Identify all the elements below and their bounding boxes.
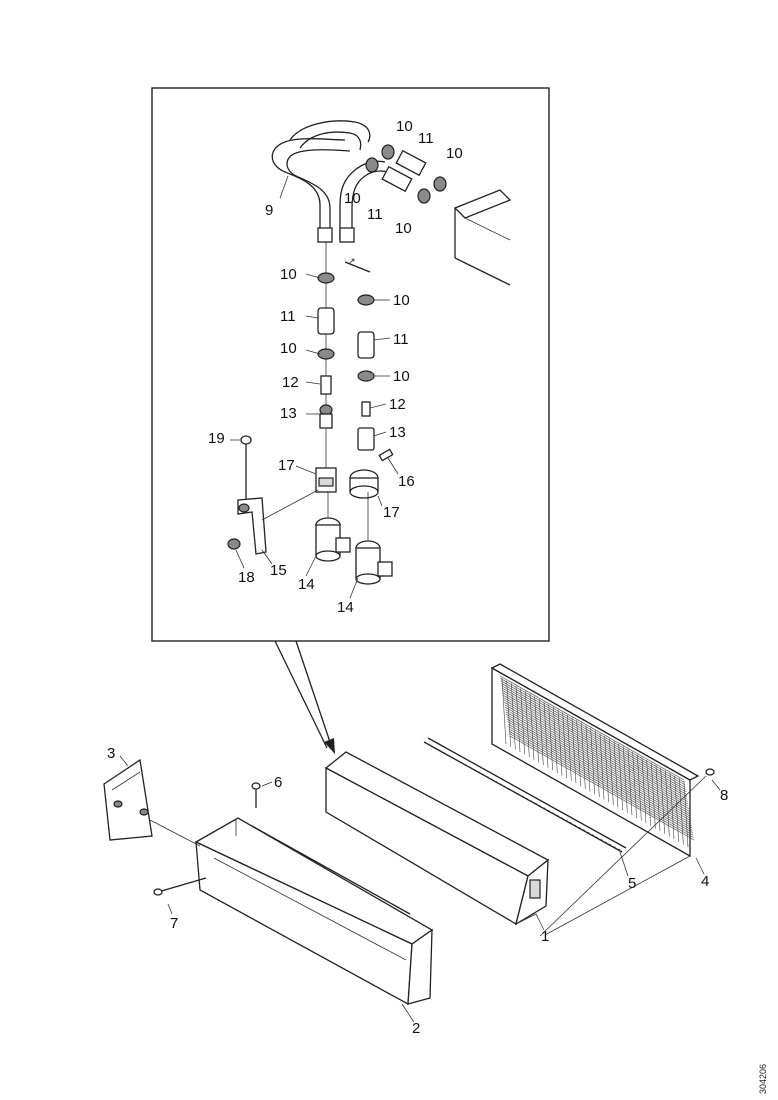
- right-fitting-stack: [349, 294, 394, 499]
- valves: [315, 492, 393, 585]
- screws: [153, 768, 715, 937]
- callout-14: 14: [298, 576, 315, 593]
- end-cap: [103, 758, 201, 847]
- callout-18: 18: [238, 569, 255, 586]
- callout-17: 17: [383, 504, 400, 521]
- callout-10: 10: [396, 118, 413, 135]
- callout-labels: 1 2 3 4 5 6 7 8 9 10 10 10 10 10 10 10 1…: [107, 118, 728, 1037]
- detail-inset-frame: [151, 87, 550, 754]
- callout-13: 13: [280, 405, 297, 422]
- leader-lines: [119, 175, 721, 1023]
- callout-4: 4: [701, 873, 709, 890]
- seal-strip: [423, 737, 627, 853]
- callout-10: 10: [280, 340, 297, 357]
- callout-19: 19: [208, 430, 225, 447]
- callout-12: 12: [389, 396, 406, 413]
- callout-10: 10: [280, 266, 297, 283]
- figure-code: 304206: [758, 1064, 768, 1094]
- callout-10: 10: [393, 292, 410, 309]
- bracket-and-screws: [227, 435, 319, 555]
- callout-3: 3: [107, 745, 115, 762]
- callout-11: 11: [280, 308, 296, 325]
- callout-6: 6: [274, 774, 282, 791]
- callout-8: 8: [720, 787, 728, 804]
- callout-14: 14: [337, 599, 354, 616]
- callout-11: 11: [367, 206, 383, 223]
- grille-panel: [490, 663, 700, 936]
- pipe-assembly: [271, 120, 389, 243]
- left-fitting-stack: [315, 242, 337, 493]
- callout-15: 15: [270, 562, 287, 579]
- callout-10: 10: [446, 145, 463, 162]
- callout-11: 11: [393, 331, 409, 348]
- callout-10: 10: [393, 368, 410, 385]
- heater-core: [324, 751, 550, 926]
- callout-11: 11: [418, 130, 434, 147]
- callout-10: 10: [395, 220, 412, 237]
- callout-9: 9: [265, 202, 273, 219]
- upper-fittings: ↗: [344, 144, 512, 286]
- callout-2: 2: [412, 1020, 420, 1037]
- callout-7: 7: [170, 915, 178, 932]
- callout-1: 1: [541, 928, 549, 945]
- callout-12: 12: [282, 374, 299, 391]
- callout-17: 17: [278, 457, 295, 474]
- housing: [194, 817, 434, 1006]
- svg-text:↗: ↗: [348, 256, 356, 266]
- callout-5: 5: [628, 875, 636, 892]
- callout-16: 16: [398, 473, 415, 490]
- callout-10: 10: [344, 190, 361, 207]
- callout-13: 13: [389, 424, 406, 441]
